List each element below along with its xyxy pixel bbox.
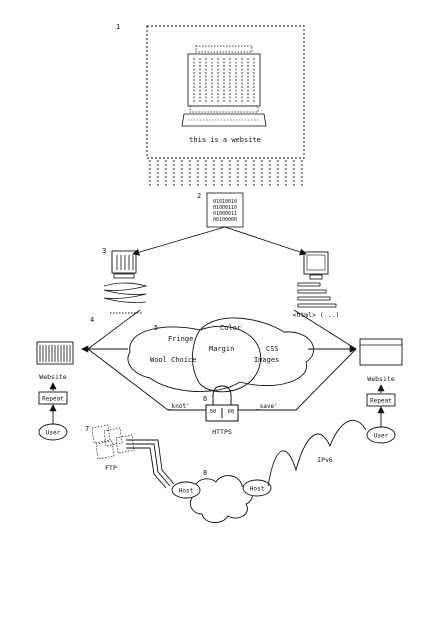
lock-right-tag: _save' bbox=[256, 403, 278, 410]
ftp-files-icon bbox=[91, 424, 135, 460]
step-6-number: 6 bbox=[203, 395, 207, 403]
host-right-node bbox=[242, 479, 272, 497]
left-user-node bbox=[38, 423, 68, 441]
binary-document: 01010010 01000110 01000011 00100000 bbox=[206, 192, 244, 228]
binary-line-4: 00100000 bbox=[213, 217, 237, 223]
cloud-icon bbox=[189, 475, 253, 523]
lock-left-code: 50 bbox=[210, 409, 217, 415]
venn-label-margin: Margin bbox=[209, 345, 234, 353]
ftp-label: FTP bbox=[105, 464, 117, 472]
step-4-number: 4 bbox=[90, 316, 94, 324]
right-repeat-box bbox=[366, 393, 396, 407]
right-repeat-label: Repeat bbox=[370, 398, 392, 405]
padlock-icon bbox=[205, 385, 239, 422]
step-2-number: 2 bbox=[197, 192, 201, 200]
hexagon-frame bbox=[87, 309, 357, 411]
venn-label-images: Images bbox=[254, 356, 279, 364]
binary-line-3: 01000011 bbox=[213, 211, 237, 217]
step-1-number: 1 bbox=[116, 23, 120, 31]
right-website-label: Website bbox=[367, 375, 394, 383]
lock-right-code: 60 bbox=[228, 409, 235, 415]
step-7-number: 7 bbox=[85, 425, 89, 433]
step-8-number: 8 bbox=[203, 469, 207, 477]
host-left-label: Host bbox=[179, 488, 194, 495]
binary-line-1: 01010010 bbox=[213, 199, 237, 205]
left-website-label: Website bbox=[39, 373, 66, 381]
venn-label-css: CSS bbox=[266, 345, 279, 353]
arrow-binary-right bbox=[224, 226, 307, 256]
website-caption: this is a website bbox=[189, 136, 261, 144]
ipv6-connection bbox=[267, 419, 367, 487]
left-repeat-label: Repeat bbox=[42, 396, 64, 403]
left-user-label: User bbox=[46, 430, 61, 437]
left-website-icon bbox=[36, 341, 74, 365]
left-computer-icon bbox=[103, 250, 148, 314]
venn-label-fringe: Fringe bbox=[168, 335, 193, 343]
ftp-cable bbox=[126, 439, 175, 489]
right-website-icon bbox=[359, 338, 403, 366]
step-3-number: 3 bbox=[102, 247, 106, 255]
venn-label-color: Color bbox=[220, 324, 241, 332]
host-left-node bbox=[171, 481, 201, 499]
https-label: HTTPS bbox=[212, 428, 232, 436]
arrow-binary-left bbox=[132, 226, 226, 256]
right-user-node bbox=[366, 426, 396, 444]
venn-label-wool-choice: Wool Choice bbox=[150, 356, 196, 364]
ipv6-label: IPv6 bbox=[317, 456, 333, 464]
lock-left-tag: _knot' bbox=[168, 403, 190, 410]
right-user-label: User bbox=[374, 433, 389, 440]
left-repeat-box bbox=[38, 391, 68, 405]
host-right-label: Host bbox=[250, 486, 265, 493]
right-computer-caption: <html> (...) bbox=[293, 311, 340, 319]
binary-line-2: 01000110 bbox=[213, 205, 237, 211]
website-panel: this is a website bbox=[146, 25, 305, 186]
concept-venn bbox=[127, 317, 315, 393]
website-fringe bbox=[149, 160, 303, 186]
retro-computer-icon bbox=[181, 45, 267, 127]
right-computer-icon bbox=[297, 251, 337, 308]
